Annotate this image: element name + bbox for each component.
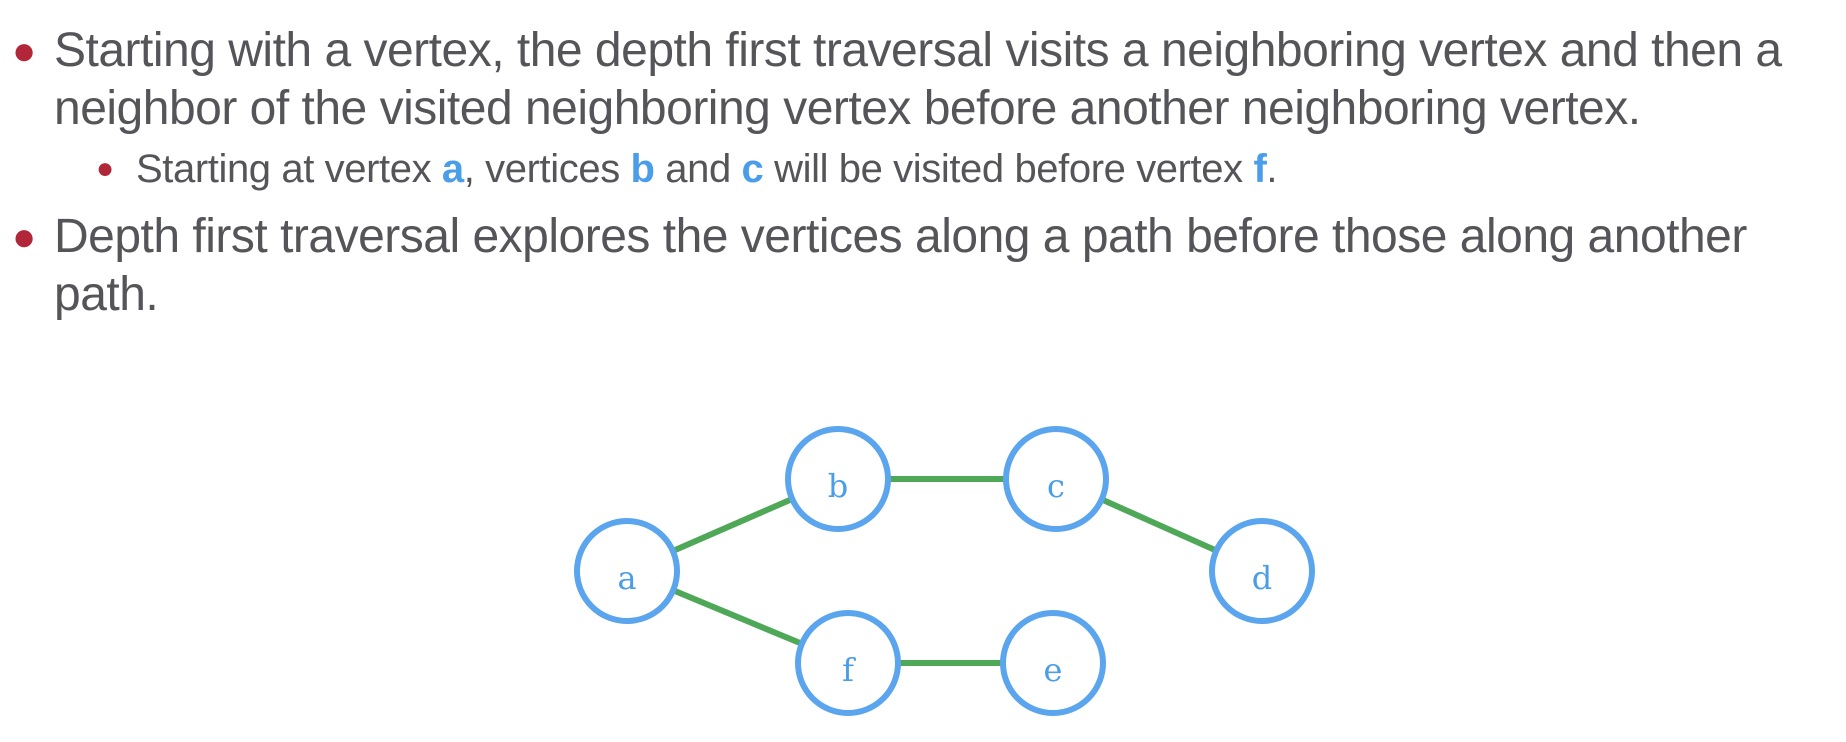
sub-bullet-text-part: Starting at vertex bbox=[136, 147, 442, 191]
bullet-item: ● Depth first traversal explores the ver… bbox=[0, 208, 1846, 324]
node-circle-d bbox=[1209, 518, 1315, 624]
edge-layer bbox=[625, 476, 1264, 666]
highlight-vertex-f: f bbox=[1253, 147, 1267, 191]
bullet-dot-icon: ● bbox=[96, 152, 114, 185]
sub-bullet-text-part: will be visited before vertex bbox=[763, 147, 1254, 191]
node-d: d bbox=[1209, 518, 1315, 624]
node-circle-e bbox=[1000, 610, 1106, 716]
node-circle-b bbox=[785, 426, 891, 532]
node-circle-a bbox=[574, 518, 680, 624]
node-b: b bbox=[785, 426, 891, 532]
node-label-d: d bbox=[1252, 559, 1272, 597]
bullet-item: ● Starting with a vertex, the depth firs… bbox=[0, 22, 1846, 138]
node-e: e bbox=[1000, 610, 1106, 716]
node-label-a: a bbox=[617, 559, 636, 597]
node-layer: a b c d e f bbox=[574, 426, 1315, 716]
bullet-text: Starting with a vertex, the depth first … bbox=[54, 24, 1782, 135]
node-label-f: f bbox=[842, 651, 856, 689]
node-f: f bbox=[795, 610, 901, 716]
node-circle-f bbox=[795, 610, 901, 716]
node-label-e: e bbox=[1044, 651, 1063, 689]
node-a: a bbox=[574, 518, 680, 624]
node-c: c bbox=[1003, 426, 1109, 532]
node-circle-c bbox=[1003, 426, 1109, 532]
bullet-list: ● Starting with a vertex, the depth firs… bbox=[0, 22, 1846, 324]
bullet-text: Depth first traversal explores the verti… bbox=[54, 210, 1747, 321]
highlight-vertex-a: a bbox=[441, 147, 464, 191]
node-label-c: c bbox=[1047, 467, 1065, 505]
bullet-dot-icon: ● bbox=[12, 215, 36, 259]
sub-bullet-text-part: and bbox=[654, 147, 742, 191]
node-label-b: b bbox=[828, 467, 848, 505]
sub-bullet-text-part: , vertices bbox=[463, 147, 631, 191]
bullet-dot-icon: ● bbox=[12, 29, 36, 73]
sub-bullet-item: ● Starting at vertex a, vertices b and c… bbox=[0, 144, 1846, 194]
highlight-vertex-c: c bbox=[741, 147, 764, 191]
sub-bullet-text-part: . bbox=[1266, 147, 1278, 191]
highlight-vertex-b: b bbox=[630, 147, 655, 191]
